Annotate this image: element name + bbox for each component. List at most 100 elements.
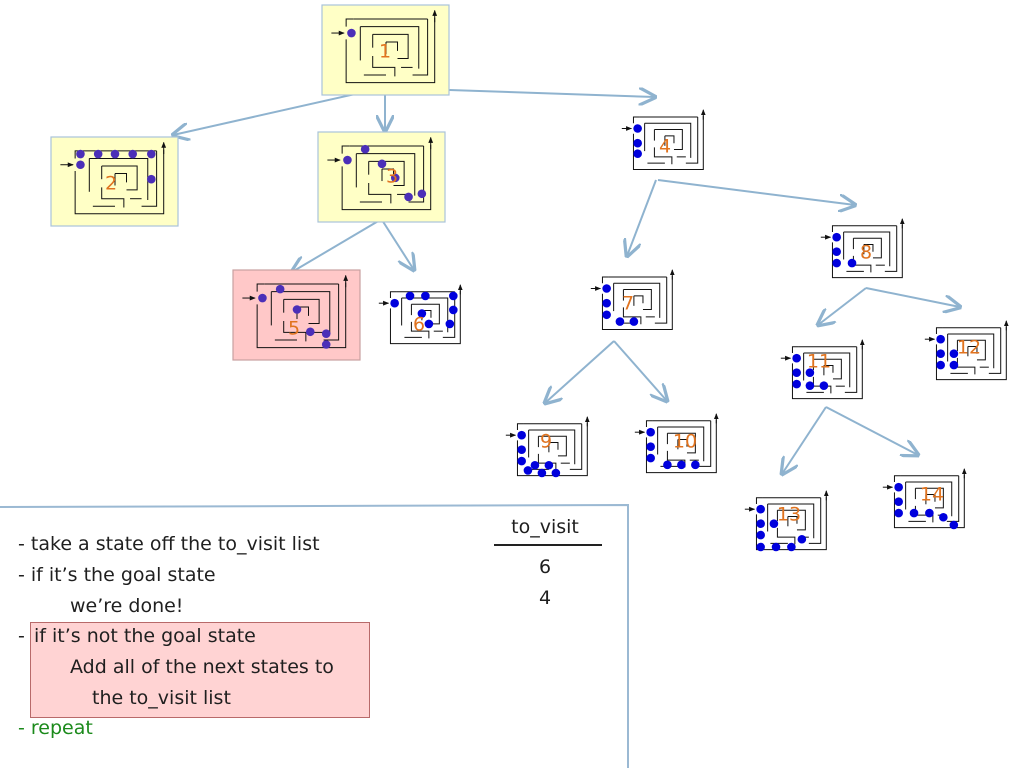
path-dot — [390, 173, 400, 183]
path-dot — [894, 508, 903, 518]
path-dot — [949, 520, 959, 530]
path-dot — [321, 329, 331, 338]
maze-drawing — [621, 109, 706, 170]
tree-edge-3-6 — [381, 219, 414, 270]
node-label: 6 — [413, 314, 425, 336]
node-label: 3 — [386, 166, 398, 188]
path-dot — [756, 519, 765, 528]
path-dot — [421, 291, 430, 301]
path-dot — [663, 460, 672, 470]
tree-edge-4-8 — [657, 179, 855, 205]
path-dot — [424, 319, 434, 329]
path-dot — [305, 327, 315, 337]
tree-node-5: 5 — [232, 269, 361, 361]
path-dot — [76, 149, 85, 159]
path-dot — [832, 247, 841, 256]
tree-edge-8-11 — [818, 287, 867, 325]
path-dot — [517, 445, 526, 455]
path-dot — [76, 160, 85, 170]
path-dot — [523, 466, 533, 475]
maze-drawing — [820, 218, 905, 279]
path-dot — [756, 504, 765, 514]
path-dot — [377, 159, 387, 169]
path-dot — [769, 519, 779, 528]
maze-drawing — [924, 320, 1009, 381]
tree-edge-1-2 — [173, 87, 383, 135]
path-dot — [321, 340, 331, 349]
path-dot — [449, 305, 458, 315]
path-dot — [544, 460, 554, 470]
path-dot — [949, 360, 959, 370]
tree-edge-7-9 — [545, 340, 615, 403]
maze-drawing — [590, 269, 675, 330]
path-dot — [756, 530, 765, 540]
tree-node-13: 13 — [744, 490, 829, 552]
path-dot — [819, 381, 829, 390]
path-dot — [646, 453, 655, 463]
path-dot — [936, 334, 945, 344]
path-dot — [832, 232, 841, 242]
path-dot — [602, 284, 611, 293]
node-label: 14 — [920, 484, 944, 506]
maze-drawing — [744, 490, 829, 551]
path-dot — [894, 482, 903, 492]
path-dot — [771, 542, 781, 552]
path-dot — [275, 284, 285, 294]
path-dot — [445, 319, 455, 329]
path-dot — [691, 460, 700, 470]
path-dot — [677, 460, 686, 470]
path-dot — [449, 291, 458, 301]
path-dot — [847, 258, 857, 268]
path-dot — [517, 456, 526, 466]
path-dot — [602, 310, 611, 320]
path-dot — [936, 349, 945, 359]
path-dot — [530, 460, 540, 470]
path-dot — [258, 293, 267, 303]
maze-drawing — [505, 416, 590, 477]
path-dot — [602, 298, 611, 308]
maze-drawing — [331, 9, 438, 84]
path-dot — [909, 508, 919, 518]
path-dot — [537, 468, 547, 478]
tree-node-3: 3 — [317, 131, 446, 223]
path-dot — [797, 534, 807, 544]
tree-edge-4-7 — [627, 179, 657, 256]
path-dot — [949, 349, 959, 359]
path-dot — [646, 442, 655, 452]
path-dot — [756, 542, 765, 552]
path-dot — [404, 192, 413, 202]
maze-drawing — [634, 413, 719, 474]
path-dot — [417, 309, 427, 318]
tree-node-8: 8 — [820, 218, 905, 279]
node-label: 13 — [777, 504, 801, 526]
tree-node-2: 2 — [50, 136, 179, 227]
path-dot — [894, 497, 903, 507]
path-dot — [805, 381, 815, 390]
path-dot — [633, 124, 642, 133]
path-dot — [147, 149, 156, 159]
tree-edge-3-5 — [292, 219, 381, 272]
path-dot — [925, 508, 934, 518]
path-dot — [110, 149, 120, 159]
tree-edge-7-10 — [613, 340, 667, 401]
path-dot — [787, 542, 796, 552]
tree-node-10: 10 — [634, 413, 719, 474]
tree-node-7: 7 — [590, 269, 675, 330]
node-label: 1 — [379, 41, 391, 63]
maze-drawing — [60, 141, 167, 215]
node-label: 7 — [622, 293, 634, 315]
tree-node-6: 6 — [378, 284, 463, 345]
node-label: 12 — [957, 337, 981, 359]
path-dot — [292, 305, 302, 314]
path-dot — [832, 258, 841, 268]
path-dot — [128, 149, 138, 159]
path-dot — [792, 353, 801, 363]
node-label: 5 — [288, 318, 300, 340]
tree-node-12: 12 — [924, 320, 1009, 381]
tree-edge-11-14 — [825, 406, 918, 455]
tree-node-4: 4 — [621, 109, 706, 170]
node-label: 11 — [807, 351, 831, 373]
path-dot — [615, 317, 625, 326]
